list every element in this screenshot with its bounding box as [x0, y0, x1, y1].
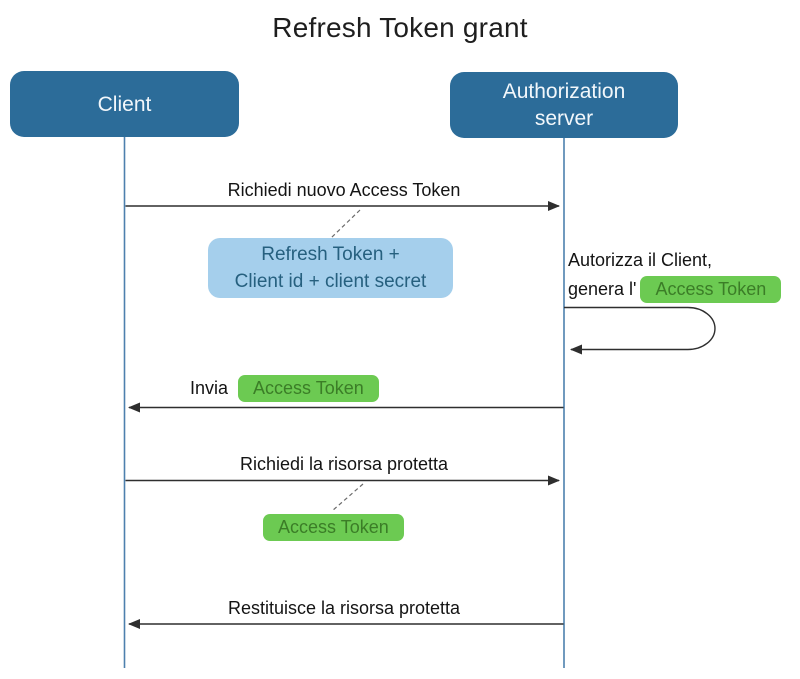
credentials-note-line1: Refresh Token + [261, 244, 400, 265]
participant-client-label: Client [97, 92, 152, 116]
badge-connector-dashed [331, 483, 364, 512]
self-message-loop [564, 306, 716, 355]
auth-server-label-line1: Authorization [502, 80, 626, 103]
access-token-badge-resource: Access Token [263, 514, 404, 541]
participant-client: Client [10, 71, 239, 137]
participant-auth-server-label: Authorization server [503, 78, 626, 132]
send-token-label-row: Invia Access Token [190, 373, 379, 403]
diagram-title: Refresh Token grant [272, 12, 528, 43]
message-return-resource-label: Restituisce la risorsa protetta [227, 598, 461, 618]
auth-server-label-line2: server [534, 107, 594, 130]
authorize-annotation-prefix: genera l' [568, 279, 637, 299]
credentials-note-line2: Client id + client secret [234, 271, 427, 292]
message-request-new-token-label: Richiedi nuovo Access Token [227, 180, 461, 200]
access-token-badge-send: Access Token [238, 374, 379, 402]
authorize-annotation: Autorizza il Client, genera l' Access To… [568, 247, 782, 303]
authorize-annotation-line1: Autorizza il Client, [568, 250, 713, 270]
note-connector-dashed [330, 209, 361, 239]
authorize-annotation-line2: genera l' Access Token [568, 276, 782, 303]
participant-auth-server: Authorization server [450, 72, 678, 138]
access-token-badge-authorize: Access Token [640, 276, 782, 303]
message-request-resource-label: Richiedi la risorsa protetta [239, 454, 449, 474]
send-token-prefix: Invia [190, 378, 229, 398]
credentials-note: Refresh Token + Client id + client secre… [208, 238, 453, 298]
